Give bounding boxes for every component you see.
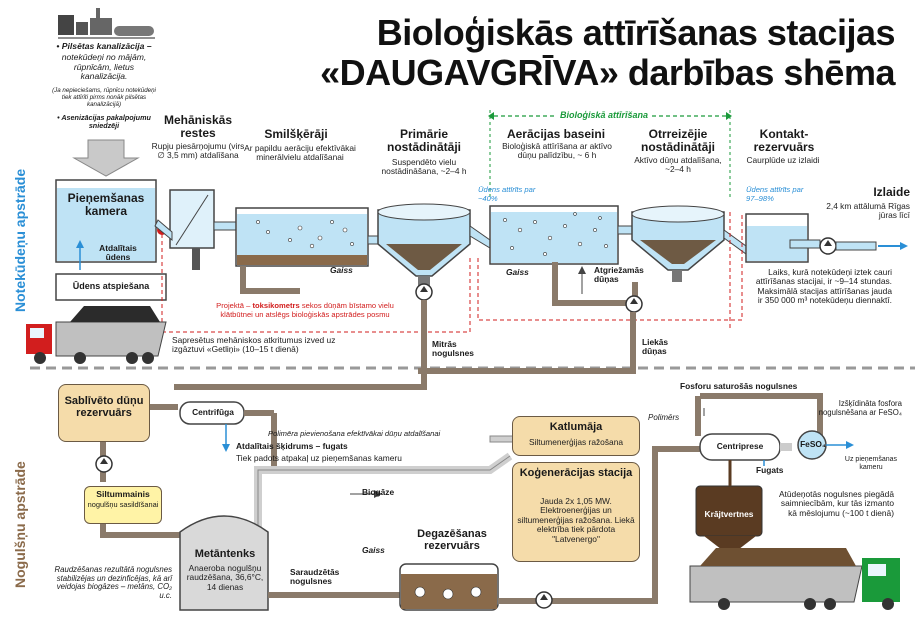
toxicometer-note-bold: toksikometrs xyxy=(252,301,300,310)
truck-1-icon xyxy=(26,306,167,364)
truck-2-icon xyxy=(689,548,900,610)
fermented-sludge-label: Saraudzētās nogulsnes xyxy=(290,567,340,587)
primary-subtitle: Suspendēto vielu nostādināšana, ~2–4 h xyxy=(381,157,467,177)
fugate-title: Atdalītais šķidrums – fugats xyxy=(236,441,348,451)
raw-sludge-label: Mitrās nogulsnes xyxy=(432,339,474,359)
dewatered-sludge-note: Atūdeņotās nogulsnes piegādā saimniecībā… xyxy=(778,489,894,518)
side-label-wastewater: Notekūdeņu apstrāde xyxy=(12,168,28,312)
bio-treatment-banner: Bioloģiskā attīrīšana xyxy=(559,110,649,120)
retention-time-note: Laiks, kurā notekūdeņi iztek cauri attīr… xyxy=(755,267,892,306)
polymer-note: Polimēra pievienošana efektīvākai dūņu a… xyxy=(268,429,441,438)
source-city-text: notekūdeņi no mājām, rūpnīcām, lietus ka… xyxy=(61,52,147,82)
inflow-arrow xyxy=(72,139,140,177)
screens-title: Mehāniskās restes xyxy=(163,113,233,141)
centripress-label: Centripresе xyxy=(716,441,764,451)
aeration-bubbles xyxy=(503,212,608,256)
phosphorus-sludge-label: Fosforu saturošās nogulsnes xyxy=(680,381,798,391)
polymer-label: Polimērs xyxy=(648,413,680,422)
secondary-subtitle: Aktīvo dūņu atdalīšana, ~2–4 h xyxy=(634,155,722,175)
page-title-line-1: Bioloģiskās attīrīšanas stacijas xyxy=(376,12,896,53)
toxicometer-note-post: sekos dūņām bīstamo vielu klātbūtnei un … xyxy=(220,301,394,319)
return-sludge-label: Atgriežamās dūņas xyxy=(594,265,644,285)
fugats-label: Fugats xyxy=(756,465,784,475)
cake-bin-label: Krājtvertnes xyxy=(704,509,754,519)
primary-title: Primārie nostādinātāji xyxy=(386,127,461,155)
digester-subtitle: Anaeroba nogulšņu raudzēšana, 36,6°C, 14… xyxy=(186,563,264,592)
purified-40-label: Ūdens attīrīts par ~40% xyxy=(478,185,536,203)
degas-title: Degazēšanas rezervuārs xyxy=(417,528,487,553)
aeration-title: Aerācijas baseini xyxy=(506,127,606,141)
outlet-subtitle: 2,4 km attālumā Rīgas jūras līcī xyxy=(826,201,910,221)
gas-label-aeration: Gaiss xyxy=(506,267,529,277)
factory-icon xyxy=(58,8,154,36)
heat-exchanger-box: Siltummainis nogulšņu sasildīšanai xyxy=(84,486,162,524)
boiler-subtitle: Siltumenerģijas ražošana xyxy=(528,437,624,447)
grit-transport-note: Sapresētus mehāniskos atkritumus izved u… xyxy=(172,335,336,355)
chp-subtitle: Jauda 2x 1,05 MW. Elektroenerģijas un si… xyxy=(517,496,635,544)
feso4-note: Uz pieņemšanas kameru xyxy=(844,456,898,471)
digestion-note: Raudzēšanas rezultātā nogulsnes stabiliz… xyxy=(54,565,172,601)
centrifuge-label: Centrifūga xyxy=(192,407,234,417)
chp-box: Koģenerācijas stacija Jauda 2x 1,05 MW. … xyxy=(512,462,640,562)
gas-label-grit: Gaiss xyxy=(330,265,353,275)
heat-exchanger-sub: nogulšņu sasildīšanai xyxy=(87,500,159,509)
grit-title: Smilšķērāji xyxy=(264,127,328,141)
thickener-box: Sablīvēto dūņu rezervuārs xyxy=(58,384,150,442)
outlet-title: Izlaide xyxy=(873,185,910,199)
secondary-title: Otrreizējie nostādinātāji xyxy=(640,127,715,155)
contact-title: Kontakt- rezervuārs xyxy=(753,127,815,155)
fugate-subtitle: Tiek padots atpakaļ uz pieņemšanas kamer… xyxy=(236,453,402,463)
biogas-label: Biogāze xyxy=(362,487,395,497)
boiler-title: Katlumāja xyxy=(549,421,603,433)
side-label-sludge: Nogulšņu apstrāde xyxy=(12,461,28,588)
source-city-title: • Pilsētas kanalizācija – xyxy=(56,41,152,51)
contact-subtitle: Caurplūde uz izlaidi xyxy=(746,155,820,165)
boiler-box: Katlumāja Siltumenerģijas ražošana xyxy=(512,416,640,456)
grit-subtitle: Ar papildu aerāciju efektīvākai minerālv… xyxy=(244,143,356,163)
screens-subtitle: Rupju piesārņojumu (virs ∅ 3,5 mm) atdal… xyxy=(151,141,245,161)
purified-97-label: Ūdens attīrīts par 97–98% xyxy=(746,185,804,203)
aeration-subtitle: Bioloģiskā attīrīšana ar aktīvo dūņu pal… xyxy=(502,141,612,161)
excess-sludge-label: Liekās dūņas xyxy=(642,337,669,357)
heat-exchanger-label: Siltummainis xyxy=(96,489,150,499)
toxicometer-note: Projektā – toksikometrs sekos dūņām bīst… xyxy=(200,301,410,319)
degas-gas-label: Gaiss xyxy=(362,545,385,555)
toxicometer-note-pre: Projektā – xyxy=(216,301,253,310)
feso4-label: FeSO₄ xyxy=(800,439,826,449)
receiving-chamber-label: Pieņemšanas kamera xyxy=(67,191,145,219)
chp-title: Koģenerācijas stacija xyxy=(519,467,633,479)
source-septic-title: • Asenizācijas pakalpojumu sniedzēji xyxy=(57,113,151,131)
source-city-note: (Ja nepieciešams, rūpnīcu notekūdeņi tie… xyxy=(52,87,156,108)
digester-title: Metāntenks xyxy=(194,548,256,560)
separated-water-label: Atdalītais ūdens xyxy=(99,243,137,263)
grit-bubbles xyxy=(256,220,354,249)
page-title-line-2: «DAUGAVGRĪVA» darbības shēma xyxy=(320,52,895,93)
water-pressing-label: Ūdens atspiešana xyxy=(72,281,150,291)
phosphorus-removal-note: Izšķīdināta fosfora nogulsnēšana ar FeSO… xyxy=(818,399,902,417)
thickener-label: Sablīvēto dūņu rezervuārs xyxy=(64,395,144,420)
